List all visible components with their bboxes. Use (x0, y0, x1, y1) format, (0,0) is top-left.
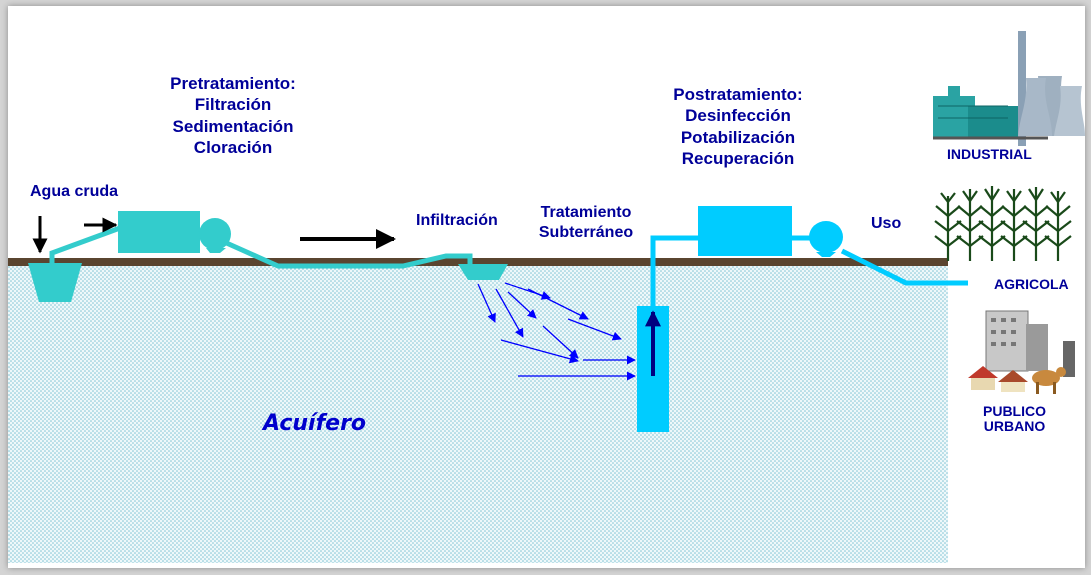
posttreatment-pipes (650, 235, 968, 306)
subsurface-flow-arrows (477, 282, 636, 381)
infiltration-basin (458, 264, 508, 280)
aquifer-label: Acuífero (263, 411, 367, 436)
pretreatment-tank (118, 211, 200, 253)
corn-field-icon (934, 186, 1072, 261)
aquifer-area (8, 263, 948, 563)
posttreatment-tank (698, 206, 792, 256)
pretreatment-steps: Pretratamiento: Filtración Sedimentación… (133, 73, 333, 158)
posttreatment-step: Potabilización (680, 127, 796, 147)
pretreatment-pipes (49, 225, 473, 269)
underground-treatment-line: Subterráneo (538, 224, 634, 241)
diagram-canvas (8, 31, 1085, 563)
posttreatment-step: Desinfección (685, 106, 791, 126)
ground-surface (8, 258, 948, 266)
posttreatment-steps: Postratamiento: Desinfección Potabilizac… (648, 84, 828, 169)
pretreatment-pump (199, 218, 231, 250)
pretreatment-step: Cloración (193, 137, 273, 157)
town-icon (968, 310, 1075, 394)
posttreatment-pump (809, 221, 843, 253)
posttreatment-step: Recuperación (681, 148, 795, 168)
agricultural-label: AGRICOLA (994, 276, 1069, 292)
pretreatment-step: Filtración (194, 95, 272, 115)
underground-treatment-label: Tratamiento Subterráneo (526, 203, 646, 243)
urban-public-label: PUBLICO URBANO (983, 403, 1046, 435)
slide: Agua cruda Pretratamiento: Filtración Se… (8, 6, 1085, 568)
use-label: Uso (871, 215, 902, 232)
industrial-label: INDUSTRIAL (947, 146, 1032, 162)
pretreatment-title: Pretratamiento: (170, 74, 296, 93)
underground-treatment-line: Tratamiento (540, 204, 632, 221)
infiltration-label: Infiltración (416, 212, 498, 229)
posttreatment-title: Postratamiento: (673, 85, 803, 104)
urban-public-line: URBANO (983, 418, 1046, 435)
pretreatment-step: Sedimentación (172, 116, 294, 136)
factory-icon (933, 31, 1085, 146)
raw-water-basin (28, 263, 82, 302)
urban-public-line: PUBLICO (983, 403, 1046, 419)
raw-water-label: Agua cruda (30, 183, 119, 200)
